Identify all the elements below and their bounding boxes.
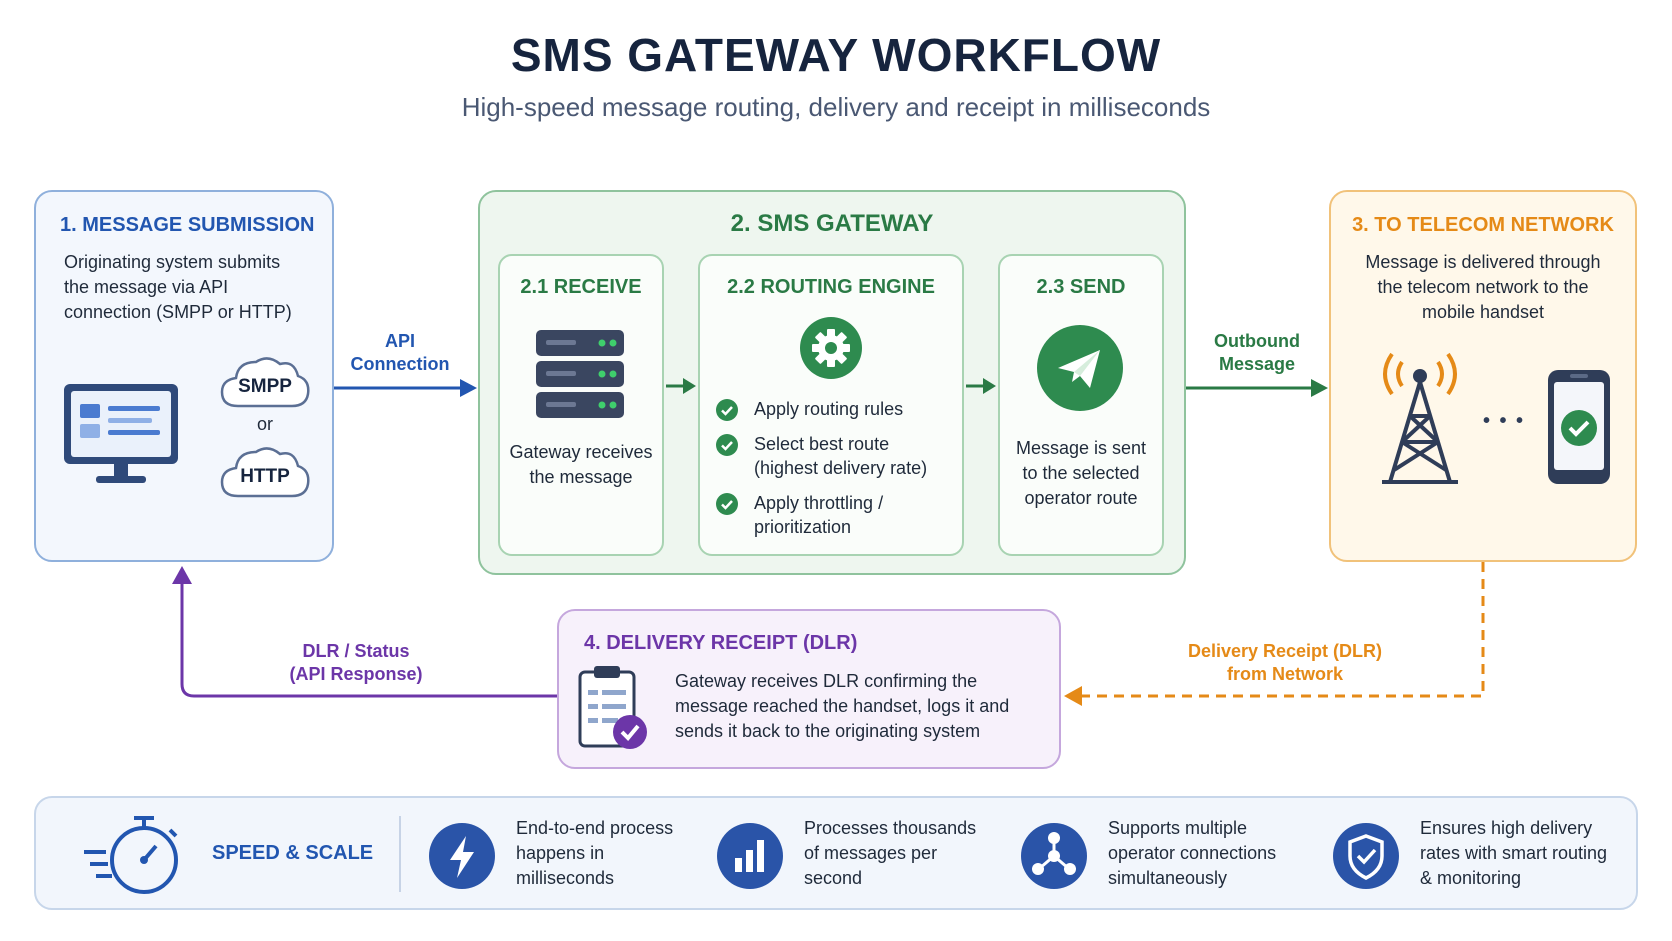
bar-chart-icon <box>717 823 783 889</box>
send-title: 2.3 SEND <box>1036 276 1126 298</box>
submission-text: Originating system submits the message v… <box>64 252 292 322</box>
feature-text: Ensures high delivery rates with smart r… <box>1420 818 1608 888</box>
telecom-text: Message is delivered through the telecom… <box>1365 252 1601 322</box>
routing-step-text: Apply throttling / prioritization <box>754 493 884 537</box>
clipboard-check-icon <box>578 666 647 749</box>
routing-title: 2.2 ROUTING ENGINE <box>727 276 935 298</box>
dlr-title: 4. DELIVERY RECEIPT (DLR) <box>584 632 858 654</box>
speed-divider <box>399 816 401 892</box>
routing-step-text: Select best route (highest delivery rate… <box>754 434 928 478</box>
outbound-message-label: Outbound Message <box>1214 331 1300 374</box>
connection-dots: • • • <box>1482 410 1526 432</box>
speed-scale-title: SPEED & SCALE <box>212 842 374 864</box>
gear-icon <box>800 317 862 379</box>
dlr-network-arrow <box>1064 562 1485 706</box>
feature-text: End-to-end process happens in millisecon… <box>516 818 674 888</box>
cell-tower-icon <box>1382 352 1458 484</box>
page-title: SMS GATEWAY WORKFLOW <box>510 29 1162 81</box>
submission-title: 1. MESSAGE SUBMISSION <box>60 214 315 236</box>
or-label: or <box>256 414 273 434</box>
server-icon <box>536 330 624 418</box>
network-nodes-icon <box>1021 823 1087 889</box>
http-label: HTTP <box>240 466 290 487</box>
receive-text: Gateway receives the message <box>509 442 653 487</box>
routing-step-2: Select best route (highest delivery rate… <box>716 432 946 480</box>
lightning-icon <box>429 823 495 889</box>
routing-step-text: Apply routing rules <box>754 399 904 419</box>
dlr-network-label: Delivery Receipt (DLR) from Network <box>1187 641 1383 684</box>
check-circle-icon <box>716 434 738 456</box>
check-circle-icon <box>716 399 738 421</box>
receive-to-routing-arrow <box>666 378 696 394</box>
http-cloud-icon <box>220 447 310 498</box>
dlr-text: Gateway receives DLR confirming the mess… <box>675 671 1010 741</box>
paper-plane-icon <box>1037 325 1123 411</box>
dlr-status-label: DLR / Status (API Response) <box>289 641 423 684</box>
feature-text: Supports multiple operator connections s… <box>1108 818 1277 888</box>
routing-to-send-arrow <box>966 378 996 394</box>
api-connection-label: API Connection <box>350 331 450 374</box>
routing-engine-card <box>698 254 964 556</box>
smpp-label: SMPP <box>238 376 292 397</box>
routing-step-1: Apply routing rules <box>716 397 936 421</box>
gateway-title: 2. SMS GATEWAY <box>730 210 934 237</box>
page-subtitle: High-speed message routing, delivery and… <box>461 92 1211 122</box>
feature-text: Processes thousands of messages per seco… <box>804 818 977 888</box>
telecom-title: 3. TO TELECOM NETWORK <box>1352 214 1614 236</box>
dlr-status-arrow <box>172 566 557 698</box>
outbound-arrow <box>1186 379 1328 397</box>
check-circle-icon <box>716 493 738 515</box>
monitor-icon <box>64 384 178 483</box>
send-text: Message is sent to the selected operator… <box>1015 438 1147 508</box>
mobile-handset-icon <box>1548 370 1610 484</box>
smpp-cloud-icon <box>220 357 310 408</box>
api-arrow <box>334 379 477 397</box>
routing-step-3: Apply throttling / prioritization <box>716 491 916 539</box>
receive-title: 2.1 RECEIVE <box>520 276 642 298</box>
stopwatch-icon <box>84 816 178 894</box>
shield-check-icon <box>1333 823 1399 889</box>
